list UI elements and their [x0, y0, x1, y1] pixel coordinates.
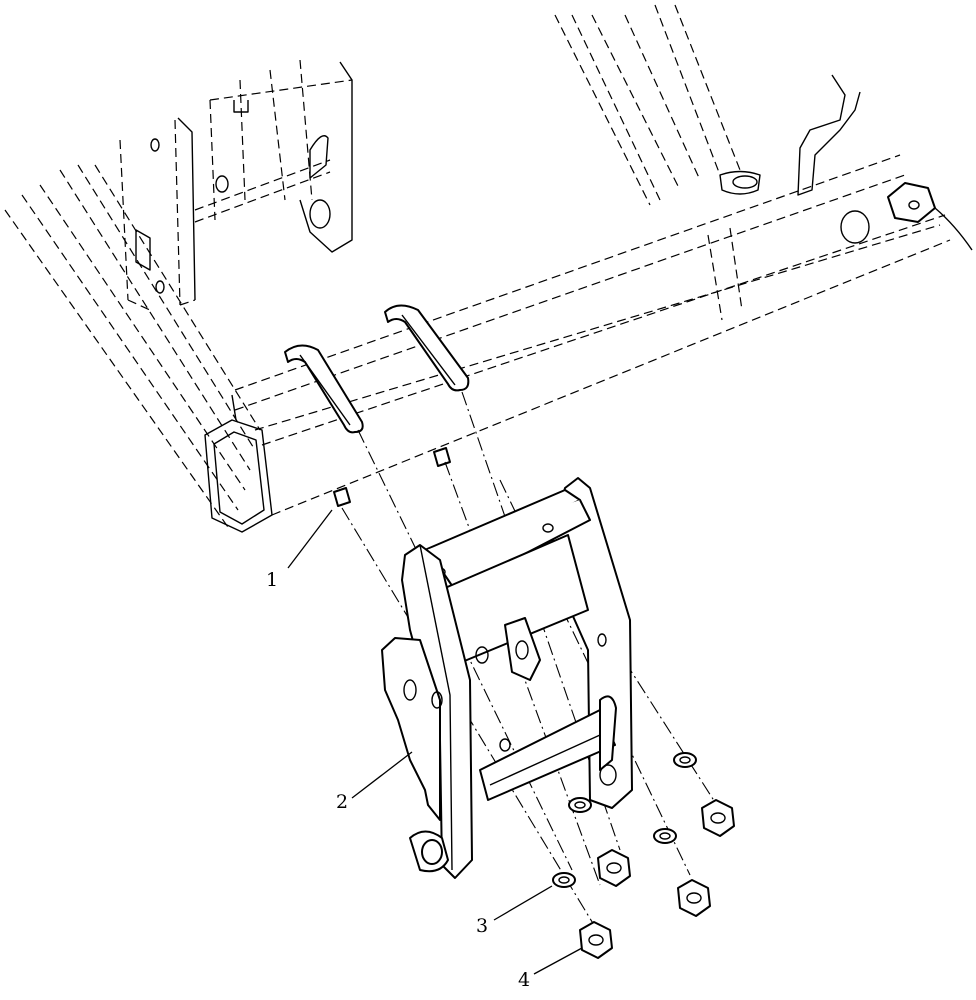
phantom-frame-left	[119, 59, 353, 311]
phantom-frame-right	[554, 4, 861, 206]
u-bolt-right	[384, 304, 470, 392]
hex-nut	[597, 849, 631, 887]
part-1-stud	[333, 447, 451, 507]
part-2-bracket	[381, 477, 633, 879]
hex-nut	[579, 921, 613, 959]
callout-label-2: 2	[336, 791, 348, 813]
callout-4: 4	[518, 947, 583, 991]
hex-nut	[677, 879, 711, 917]
callout-2: 2	[336, 751, 413, 813]
part-3-washers	[552, 752, 697, 888]
hex-nut	[701, 799, 735, 837]
callout-label-1: 1	[266, 569, 278, 591]
part-4-nuts	[579, 799, 735, 959]
callout-label-3: 3	[476, 915, 488, 937]
callout-label-4: 4	[518, 969, 530, 991]
crossbeam-tube	[204, 154, 973, 533]
callout-3: 3	[476, 885, 553, 937]
u-bolt-left	[284, 344, 364, 434]
callout-1: 1	[266, 509, 333, 591]
phantom-guide-lines	[4, 164, 261, 531]
